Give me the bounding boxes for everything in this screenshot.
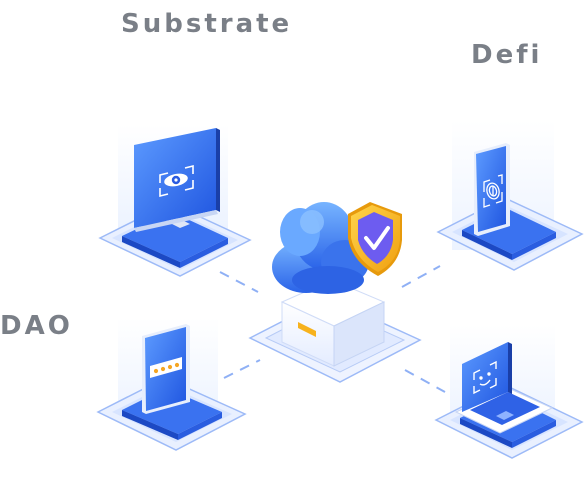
tablet-device xyxy=(96,318,247,451)
eye-icon xyxy=(159,164,194,198)
shield-check-icon xyxy=(348,202,402,276)
monitor-device xyxy=(98,125,252,277)
connector-laptop xyxy=(404,369,446,393)
connector-lines xyxy=(219,265,446,393)
phone-device xyxy=(436,120,584,271)
label-substrate: Substrate xyxy=(121,9,293,39)
password-dots-icon xyxy=(150,357,182,378)
face-id-icon xyxy=(473,360,497,395)
connector-defi xyxy=(401,265,441,288)
label-defi: Defi xyxy=(471,40,543,70)
label-dao: DAO xyxy=(0,311,73,341)
central-cloud-server xyxy=(248,202,422,383)
laptop-device xyxy=(434,325,584,459)
connector-substrate xyxy=(219,271,259,293)
fingerprint-icon xyxy=(483,174,503,208)
cloud-icon xyxy=(272,202,369,294)
connector-dao xyxy=(223,359,261,379)
